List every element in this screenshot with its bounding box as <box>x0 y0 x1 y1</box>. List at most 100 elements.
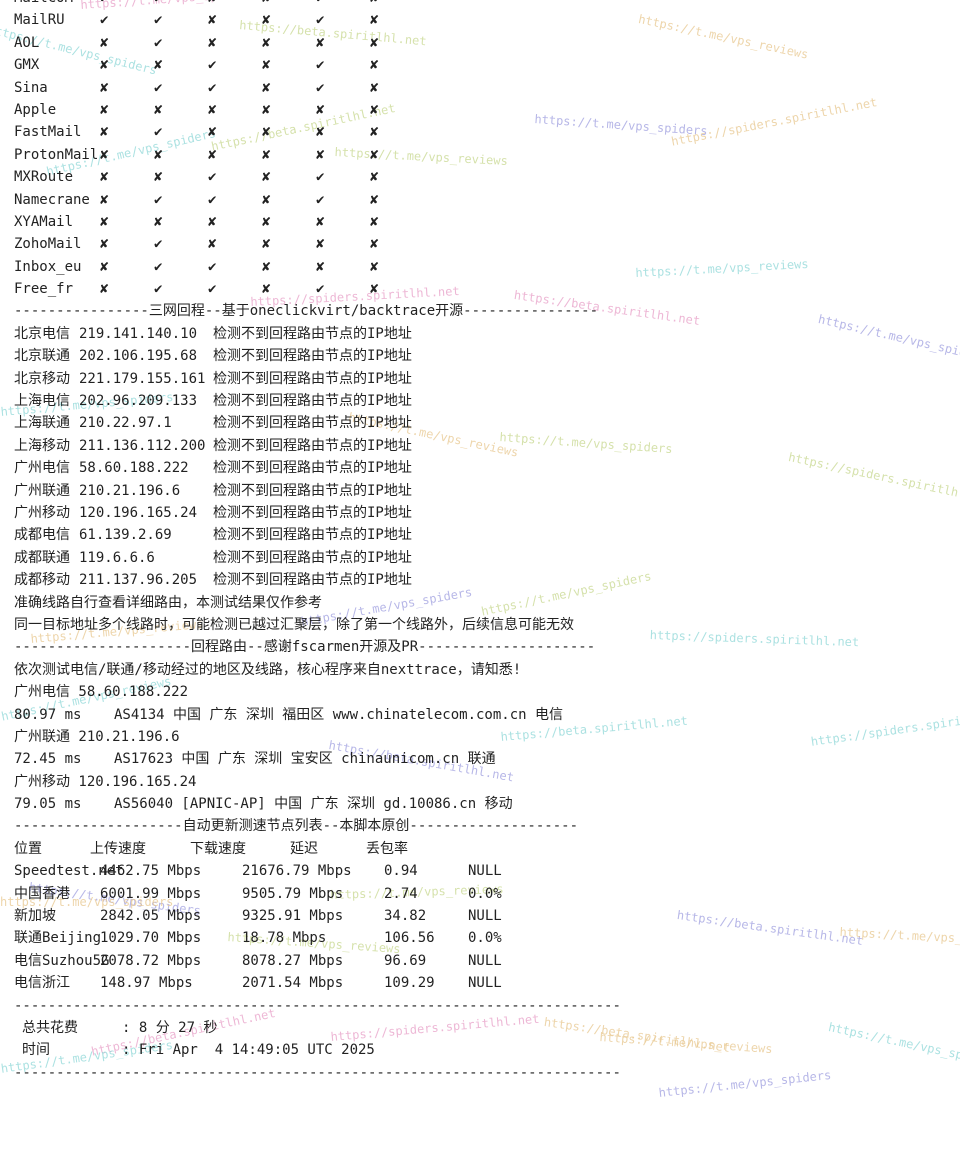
mail-mark: ✔ <box>208 79 217 96</box>
trace-result: 检测不到回程路由节点的IP地址 <box>213 572 412 589</box>
speedtest-latency: 96.69 <box>384 952 427 969</box>
carrier-name: 成都联通 <box>14 549 70 566</box>
divider-line: ----------------------------------------… <box>14 1064 621 1081</box>
mail-provider-name: AOL <box>14 34 40 51</box>
mail-mark: ✔ <box>154 124 163 141</box>
mail-mark: ✘ <box>316 34 325 51</box>
mail-mark: ✔ <box>316 12 325 29</box>
column-upload: 上传速度 <box>90 840 146 857</box>
route-latency: 80.97 ms <box>14 706 82 723</box>
mail-mark: ✘ <box>370 12 379 29</box>
mail-mark: ✘ <box>154 213 163 230</box>
mail-mark: ✘ <box>262 236 271 253</box>
timestamp-line: 时间: Fri Apr 4 14:49:05 UTC 2025 <box>14 1039 954 1061</box>
ip-address: 210.21.196.6 <box>79 482 181 499</box>
ip-address: 202.106.195.68 <box>79 348 198 365</box>
ip-address: 211.136.112.200 <box>79 437 206 454</box>
speedtest-download: 8078.27 Mbps <box>242 952 344 969</box>
route-path: AS56040 [APNIC-AP] 中国 广东 深圳 gd.10086.cn … <box>114 796 513 813</box>
mail-provider-name: Free_fr <box>14 281 74 298</box>
total-time-value: : 8 分 27 秒 <box>122 1019 218 1036</box>
mail-mark: ✘ <box>262 57 271 74</box>
mail-row: AOL✘✔✘✘✘✘ <box>14 32 954 54</box>
speedtest-location: Speedtest.net <box>14 863 124 880</box>
mail-mark: ✘ <box>316 213 325 230</box>
mail-row: Inbox_eu✘✔✔✘✘✘ <box>14 256 954 278</box>
ip-address: 120.196.165.24 <box>79 504 198 521</box>
carrier-name: 广州电信 <box>14 460 70 477</box>
mail-mark: ✘ <box>208 34 217 51</box>
mail-mark: ✘ <box>100 191 109 208</box>
carrier-name: 北京移动 <box>14 370 70 387</box>
mail-mark: ✘ <box>208 146 217 163</box>
mail-mark: ✘ <box>370 281 379 298</box>
speedtest-upload: 4462.75 Mbps <box>100 863 202 880</box>
ip-address: 119.6.6.6 <box>79 549 155 566</box>
trace-result: 检测不到回程路由节点的IP地址 <box>213 325 412 342</box>
mail-mark: ✔ <box>154 258 163 275</box>
mail-provider-name: ZohoMail <box>14 236 82 253</box>
mail-row: XYAMail✘✘✘✘✘✘ <box>14 211 954 233</box>
speedtest-loss: 0.0% <box>468 930 502 947</box>
speedtest-download: 18.78 Mbps <box>242 930 327 947</box>
mail-mark: ✘ <box>208 236 217 253</box>
mail-mark: ✘ <box>262 213 271 230</box>
mail-provider-name: Namecrane <box>14 191 90 208</box>
mail-mark: ✔ <box>316 57 325 74</box>
mail-mark: ✘ <box>208 0 262 9</box>
mail-row: Free_fr✘✔✔✘✔✘ <box>14 278 954 300</box>
terminal-output: MailCOM✔✔✘✘✔✘ MailRU✔✔✘✘✔✘ AOL✘✔✘✘✘✘ GMX… <box>14 0 954 1084</box>
mail-row: MXRoute✘✘✔✘✔✘ <box>14 166 954 188</box>
mail-mark: ✘ <box>370 79 379 96</box>
mail-mark: ✔ <box>154 79 163 96</box>
mail-mark: ✘ <box>208 12 217 29</box>
column-packet-loss: 丢包率 <box>366 840 408 857</box>
carrier-name: 上海电信 <box>14 393 70 410</box>
mail-mark: ✘ <box>370 236 379 253</box>
mail-mark: ✘ <box>100 57 109 74</box>
route-path: AS4134 中国 广东 深圳 福田区 www.chinatelecom.com… <box>114 706 564 723</box>
mail-mark: ✔ <box>208 281 217 298</box>
route-target: 广州移动 120.196.165.24 <box>14 773 197 790</box>
mail-mark: ✔ <box>316 169 325 186</box>
mail-mark: ✘ <box>316 258 325 275</box>
mail-mark: ✘ <box>100 79 109 96</box>
mail-row: FastMail✘✔✘✘✘✘ <box>14 121 954 143</box>
carrier-name: 北京联通 <box>14 348 70 365</box>
mail-mark: ✘ <box>370 34 379 51</box>
carrier-name: 广州联通 <box>14 482 70 499</box>
mail-mark: ✘ <box>370 0 424 9</box>
mail-provider-name: XYAMail <box>14 213 74 230</box>
speedtest-latency: 34.82 <box>384 908 427 925</box>
speedtest-location: 联通Beijing <box>14 930 102 947</box>
mail-mark: ✘ <box>100 146 109 163</box>
mail-mark: ✘ <box>208 124 217 141</box>
mail-mark: ✘ <box>316 124 325 141</box>
ip-address: 211.137.96.205 <box>79 572 198 589</box>
mail-mark: ✘ <box>262 79 271 96</box>
mail-mark: ✔ <box>316 191 325 208</box>
mail-mark: ✘ <box>262 124 271 141</box>
speedtest-download: 21676.79 Mbps <box>242 863 352 880</box>
backtrace-note: 准确线路自行查看详细路由，本测试结果仅作参考 <box>14 594 322 611</box>
carrier-name: 北京电信 <box>14 325 70 342</box>
mail-mark: ✘ <box>100 258 109 275</box>
speedtest-location: 电信Suzhou5G <box>14 952 110 969</box>
mail-mark: ✔ <box>154 191 163 208</box>
mail-mark: ✔ <box>208 57 217 74</box>
mail-mark: ✘ <box>154 57 163 74</box>
column-location: 位置 <box>14 840 42 857</box>
